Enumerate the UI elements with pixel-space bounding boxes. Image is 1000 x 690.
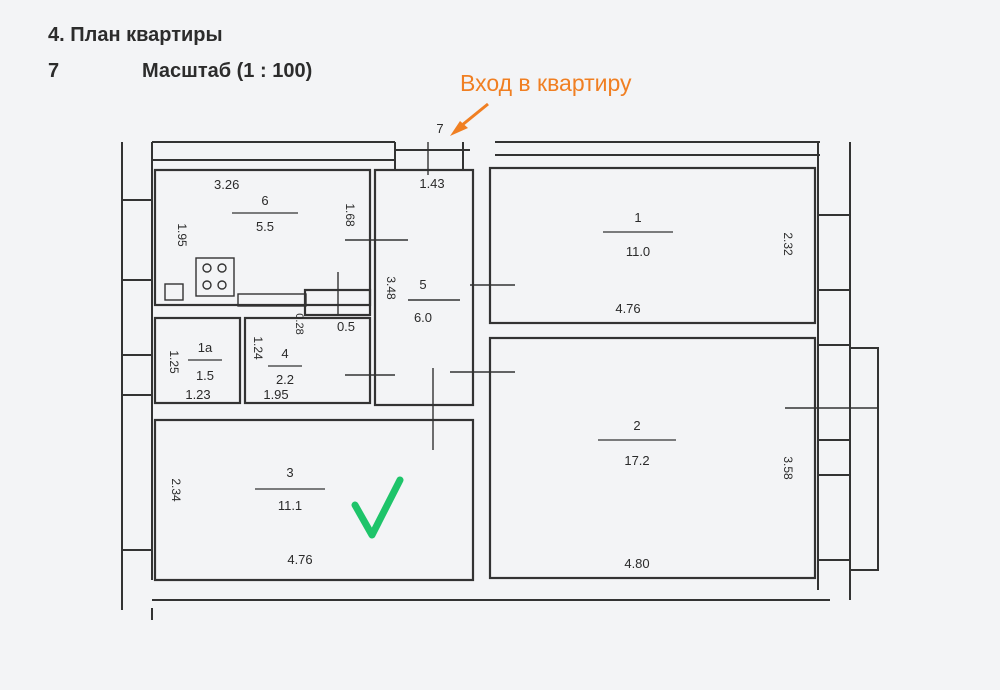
section-title: 4. План квартиры xyxy=(48,24,223,46)
room-1a-length: 1.23 xyxy=(185,387,210,402)
room-5-number: 5 xyxy=(419,277,426,292)
closet-width: 0.28 xyxy=(293,313,305,334)
room-1a-area: 1.5 xyxy=(196,368,214,383)
room-3-number: 3 xyxy=(286,465,293,480)
room-4-area: 2.2 xyxy=(276,372,294,387)
room-6-length: 3.26 xyxy=(214,177,239,192)
room-6-width: 1.95 xyxy=(175,223,189,247)
fixtures xyxy=(164,142,878,450)
room-1-area: 11.0 xyxy=(626,244,650,259)
room-3-area: 11.1 xyxy=(278,498,302,513)
checkmark-icon xyxy=(351,476,404,539)
outer-structure xyxy=(121,141,879,620)
room-4-width: 1.24 xyxy=(251,336,265,360)
floor-number: 7 xyxy=(48,60,60,82)
closet-area: 0.5 xyxy=(337,319,355,334)
entrance-label: Вход в квартиру xyxy=(460,70,632,96)
entrance-arrow-icon xyxy=(450,102,489,136)
entrance-marker: 7 xyxy=(436,121,443,136)
room-2-length: 4.80 xyxy=(624,556,649,571)
room-6-width-2: 1.68 xyxy=(343,203,357,227)
room-1a-width: 1.25 xyxy=(167,350,181,374)
scale-label: Масштаб (1 : 100) xyxy=(142,60,313,82)
room-6-area: 5.5 xyxy=(256,219,274,234)
room-3-length: 4.76 xyxy=(287,552,312,567)
room-4-number: 4 xyxy=(281,346,288,361)
room-1-number: 1 xyxy=(634,210,641,225)
room-1-length: 4.76 xyxy=(615,301,640,316)
room-labels: 3.26 6 5.5 1.95 1.68 1.43 7 5 6.0 3.48 0… xyxy=(167,121,795,571)
room-2-width: 3.58 xyxy=(781,456,795,480)
room-4-length: 1.95 xyxy=(263,387,288,402)
room-6-number: 6 xyxy=(261,193,268,208)
room-3-width: 2.34 xyxy=(169,478,183,502)
room-2-area: 17.2 xyxy=(624,453,649,468)
room-walls xyxy=(153,166,817,582)
entrance-door-width: 1.43 xyxy=(419,176,444,191)
room-1-width: 2.32 xyxy=(781,232,795,256)
room-1a-number: 1а xyxy=(198,340,213,355)
room-5-area: 6.0 xyxy=(414,310,432,325)
room-2-number: 2 xyxy=(633,418,640,433)
room-5-width: 3.48 xyxy=(384,276,398,300)
